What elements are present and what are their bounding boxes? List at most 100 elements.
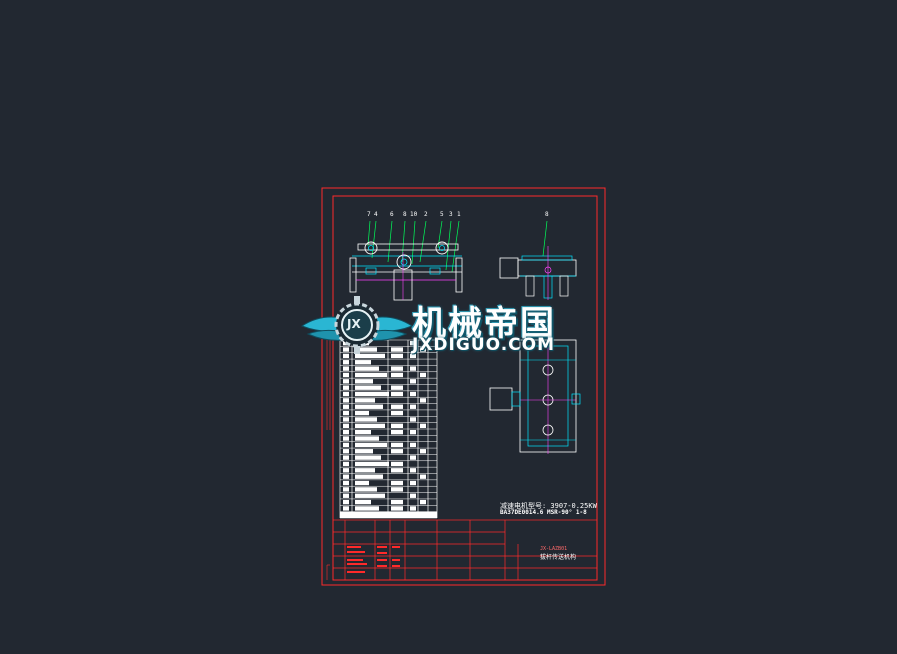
table-cell-fill: [343, 480, 349, 486]
watermark-url: JXDIGUO.COM: [412, 335, 556, 355]
front-view: [349, 220, 463, 301]
table-cell-fill: [343, 404, 349, 409]
table-cell-fill: [343, 372, 349, 378]
sheet-outer-frame: [321, 187, 606, 586]
table-cell-fill: [340, 511, 437, 518]
table-cell-fill: [410, 341, 416, 346]
table-cell-fill: [355, 499, 371, 505]
table-cell-fill: [343, 487, 349, 492]
table-cell-fill: [343, 493, 349, 498]
table-cell-fill: [355, 372, 387, 378]
table-cell-fill: [355, 398, 375, 403]
table-cell-fill: [410, 379, 416, 384]
table-cell-fill: [391, 391, 403, 397]
watermark-logo-text: JX: [347, 317, 361, 331]
title-block-code: JX-LAZB01: [540, 546, 568, 552]
table-cell-fill: [355, 436, 379, 441]
table-cell-fill: [343, 499, 349, 505]
table-cell-fill: [420, 423, 426, 428]
table-cell-fill: [355, 366, 379, 371]
table-cell-fill: [420, 398, 426, 403]
table-cell-fill: [343, 449, 349, 454]
title-block-fills: [347, 546, 400, 573]
table-cell-fill: [391, 461, 403, 467]
table-cell-fill: [410, 493, 416, 498]
table-cell-fill: [391, 347, 403, 352]
table-cell-fill: [410, 404, 416, 409]
table-cell-fill: [391, 366, 403, 371]
table-cell-fill: [391, 430, 403, 435]
table-cell-fill: [343, 366, 349, 371]
table-cell-fill: [355, 347, 377, 352]
table-cell-fill: [391, 410, 403, 416]
table-cell-fill: [355, 461, 389, 467]
watermark-title-cn: 机械帝国: [412, 304, 556, 344]
table-cell-fill: [355, 468, 375, 473]
table-cell-fill: [343, 410, 349, 416]
table-cell-fill: [343, 474, 349, 479]
table-cell-fill: [391, 404, 403, 409]
table-cell-fill: [391, 449, 403, 454]
table-cell-fill: [410, 417, 416, 422]
table-cell-fill: [420, 347, 426, 352]
table-cell-fill: [343, 398, 349, 403]
table-cell-fill: [355, 455, 381, 460]
table-cell-fill: [410, 391, 416, 397]
table-cell-fill: [355, 360, 371, 365]
table-cell-fill: [391, 442, 403, 448]
table-cell-fill: [420, 449, 426, 454]
table-cell-fill: [391, 353, 403, 359]
table-cell-fill: [355, 474, 383, 479]
table-cell-fill: [343, 353, 349, 359]
table-cell-fill: [343, 468, 349, 473]
table-cell-fill: [343, 347, 349, 352]
table-cell-fill: [355, 385, 381, 390]
title-block-name: 拔杆传送机构: [540, 554, 577, 561]
table-cell-fill: [355, 379, 373, 384]
table-cell-fill: [391, 372, 403, 378]
table-cell-fill: [343, 461, 349, 467]
table-cell-fill: [410, 366, 416, 371]
table-cell-fill: [343, 379, 349, 384]
table-cell-fill: [410, 468, 416, 473]
table-cell-fill: [355, 493, 385, 498]
table-cell-fill: [343, 442, 349, 448]
table-cell-fill: [343, 506, 349, 511]
table-cell-fill: [391, 506, 403, 511]
table-cell-fill: [391, 468, 403, 473]
plan-view: [489, 338, 581, 454]
table-cell-fill: [355, 480, 369, 486]
table-cell-fill: [391, 499, 403, 505]
table-cell-fill: [355, 353, 385, 359]
table-cell-fill: [355, 487, 377, 492]
table-cell-fill: [355, 449, 373, 454]
table-cell-fill: [355, 404, 383, 409]
table-cell-fill: [343, 423, 349, 428]
table-cell-fill: [343, 417, 349, 422]
table-cell-fill: [420, 372, 426, 378]
parts-list-table: [339, 339, 438, 519]
table-cell-fill: [410, 455, 416, 460]
table-cell-fill: [343, 455, 349, 460]
table-cell-fill: [410, 353, 416, 359]
table-cell-fill: [391, 480, 403, 486]
title-block: [332, 519, 598, 581]
table-cell-fill: [343, 385, 349, 390]
table-cell-fill: [420, 499, 426, 505]
motor-note-line2: BA37DE0014.6 MSR-90° 1-8: [500, 509, 587, 516]
table-cell-fill: [420, 474, 426, 479]
table-cell-fill: [391, 487, 403, 492]
table-cell-fill: [391, 385, 403, 390]
table-cell-fill: [355, 430, 371, 435]
table-cell-fill: [355, 417, 377, 422]
table-cell-fill: [355, 391, 389, 397]
table-cell-fill: [343, 430, 349, 435]
watermark-logo: [300, 296, 414, 354]
table-cell-fill: [410, 506, 416, 511]
table-cell-fill: [410, 480, 416, 486]
table-cell-fill: [410, 430, 416, 435]
table-cell-fill: [391, 423, 403, 428]
table-cell-fill: [355, 410, 369, 416]
